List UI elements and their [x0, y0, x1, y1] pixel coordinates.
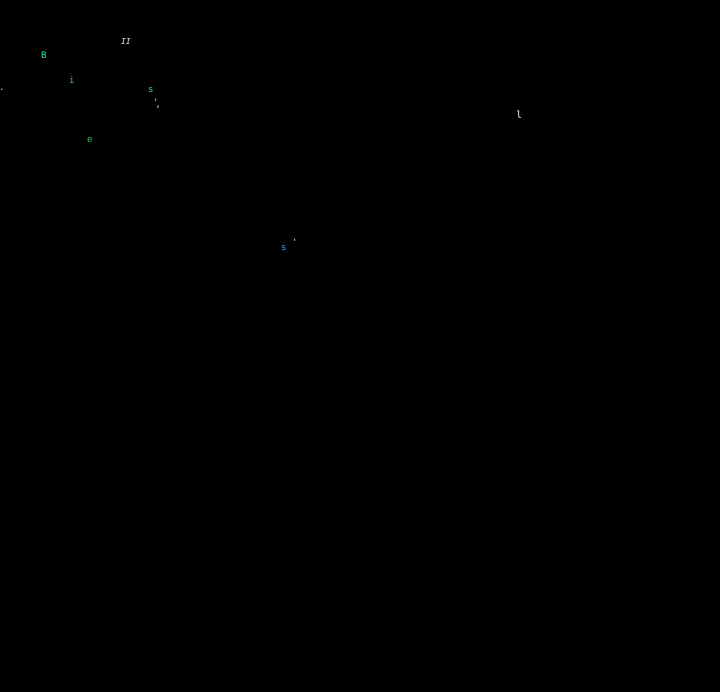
- glyph-green-char-top-left: B: [41, 51, 47, 61]
- glyph-cyan-char: s: [148, 85, 154, 95]
- glyph-white-double-tick: II: [121, 37, 131, 46]
- glyph-white-apostrophe: ': [292, 238, 298, 248]
- glyph-blue-char: i: [69, 76, 75, 86]
- glyph-blue-char-center: s: [281, 243, 287, 253]
- glyph-white-tick: ': [153, 98, 159, 108]
- glyph-white-left-edge-dot: .: [0, 84, 4, 93]
- glyph-white-bar-right: l: [516, 110, 523, 121]
- glyph-green-char-lower: e: [87, 135, 93, 145]
- glyph-white-comma: ,: [156, 100, 162, 110]
